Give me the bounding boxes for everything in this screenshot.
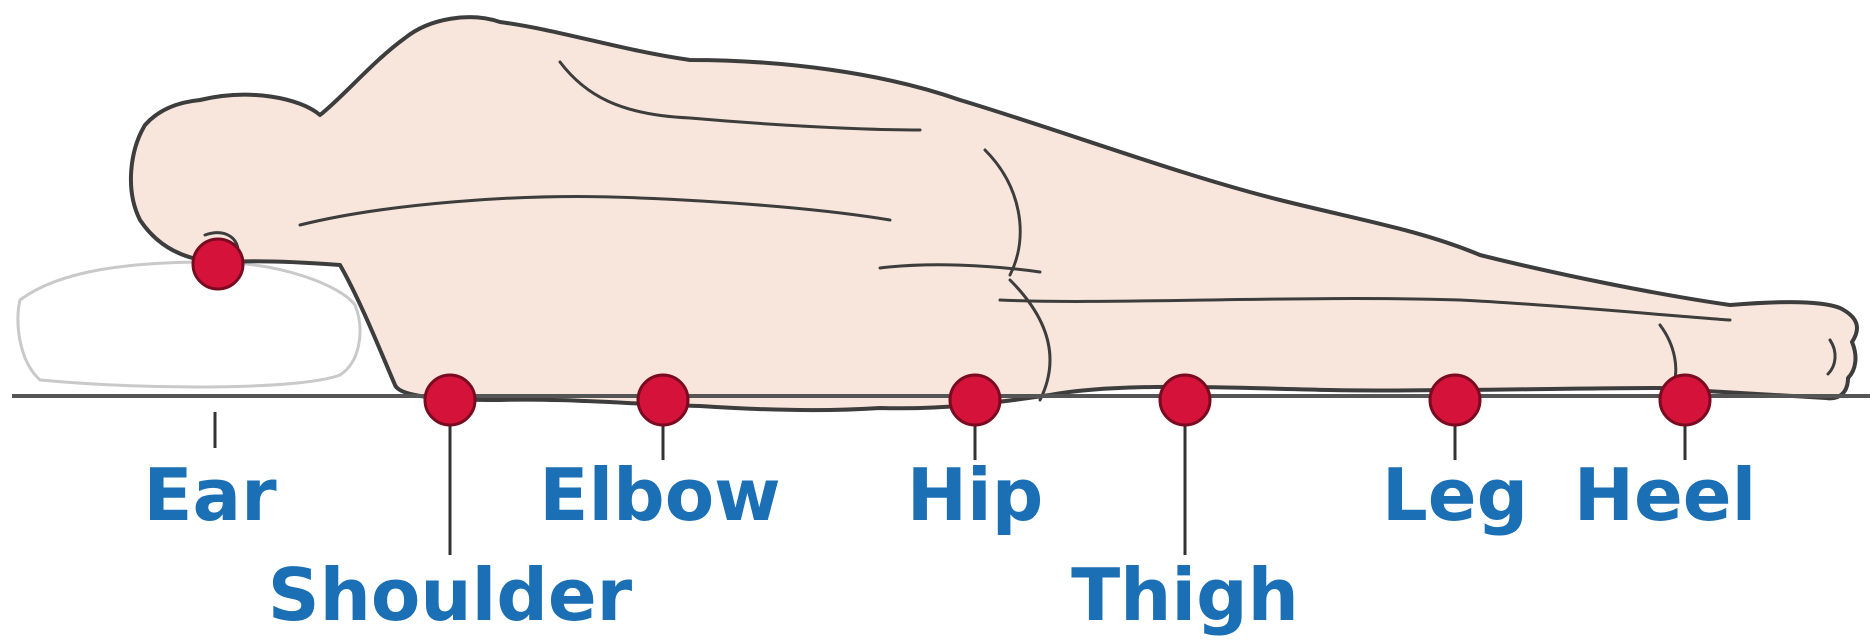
body-silhouette	[131, 17, 1857, 410]
elbow-label: Elbow	[539, 453, 780, 537]
shoulder-pressure-marker	[425, 375, 475, 425]
pillow	[18, 262, 360, 387]
leg-label: Leg	[1382, 453, 1528, 537]
hip-pressure-marker	[950, 375, 1000, 425]
thigh-pressure-marker	[1160, 375, 1210, 425]
ear-label: Ear	[143, 453, 277, 537]
hip-label: Hip	[907, 453, 1043, 537]
heel-label: Heel	[1574, 453, 1757, 537]
shoulder-label: Shoulder	[268, 553, 633, 637]
leg-pressure-marker	[1430, 375, 1480, 425]
heel-pressure-marker	[1660, 375, 1710, 425]
thigh-label: Thigh	[1071, 553, 1299, 637]
ear-pressure-marker	[193, 239, 243, 289]
elbow-pressure-marker	[638, 375, 688, 425]
